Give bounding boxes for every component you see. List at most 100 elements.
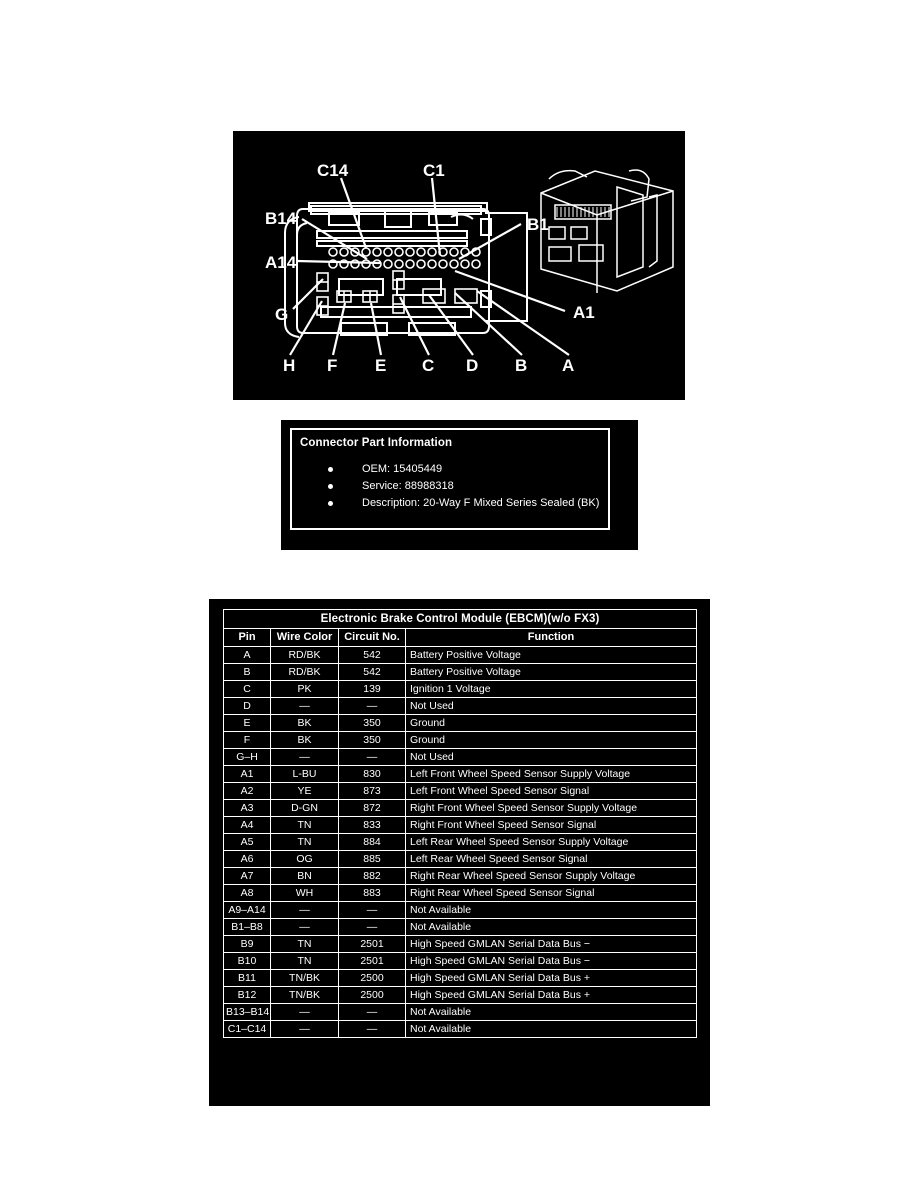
cell-wire-color: RD/BK	[270, 646, 339, 664]
label-b14: B14	[265, 209, 297, 228]
cell-function: Left Rear Wheel Speed Sensor Supply Volt…	[405, 833, 697, 851]
label-e: E	[375, 356, 386, 375]
cell-pin: F	[223, 731, 271, 749]
cell-pin: C1–C14	[223, 1020, 271, 1038]
cell-pin: B1–B8	[223, 918, 271, 936]
cell-function: High Speed GMLAN Serial Data Bus −	[405, 935, 697, 953]
cell-circuit-no: —	[338, 1003, 406, 1021]
cell-wire-color: —	[270, 1020, 339, 1038]
cell-function: Right Rear Wheel Speed Sensor Supply Vol…	[405, 867, 697, 885]
cell-circuit-no: —	[338, 918, 406, 936]
cell-pin: A2	[223, 782, 271, 800]
cell-wire-color: BK	[270, 714, 339, 732]
inset-connector-view	[540, 169, 674, 293]
column-header-pin: Pin	[223, 628, 271, 647]
cell-wire-color: —	[270, 901, 339, 919]
cell-pin: D	[223, 697, 271, 715]
cell-function: Not Used	[405, 697, 697, 715]
connector-part-information-title: Connector Part Information	[300, 437, 453, 449]
pin-row-upper	[328, 247, 481, 257]
blade-terminal-cavities	[316, 270, 478, 316]
list-item-text: Service: 88988318	[362, 480, 454, 492]
cell-circuit-no: 2501	[338, 952, 406, 970]
cell-pin: A8	[223, 884, 271, 902]
cell-circuit-no: 872	[338, 799, 406, 817]
cell-wire-color: RD/BK	[270, 663, 339, 681]
cell-function: Battery Positive Voltage	[405, 663, 697, 681]
table-row: B13–B14——Not Available	[223, 1003, 697, 1021]
cell-pin: B13–B14	[223, 1003, 271, 1021]
pinout-table-panel: Electronic Brake Control Module (EBCM)(w…	[209, 599, 710, 1106]
cell-circuit-no: 830	[338, 765, 406, 783]
callout-labels: C14 C1 B14 B1 A14 A1 G H F E C D B A	[265, 161, 595, 375]
cell-circuit-no: 833	[338, 816, 406, 834]
cell-function: Not Used	[405, 748, 697, 766]
cell-pin: A5	[223, 833, 271, 851]
list-item: Service: 88988318	[328, 478, 599, 495]
list-item-text: Description: 20-Way F Mixed Series Seale…	[362, 497, 600, 509]
list-item: OEM: 15405449	[328, 461, 599, 478]
pinout-table-title: Electronic Brake Control Module (EBCM)(w…	[223, 609, 697, 629]
cell-circuit-no: 2501	[338, 935, 406, 953]
cell-pin: E	[223, 714, 271, 732]
bullet-icon	[328, 467, 333, 472]
cell-pin: A3	[223, 799, 271, 817]
cell-function: Right Front Wheel Speed Sensor Signal	[405, 816, 697, 834]
cell-function: Ground	[405, 731, 697, 749]
cell-wire-color: BN	[270, 867, 339, 885]
cell-function: Ignition 1 Voltage	[405, 680, 697, 698]
cell-pin: G–H	[223, 748, 271, 766]
cell-wire-color: TN	[270, 833, 339, 851]
label-d: D	[466, 356, 478, 375]
table-row: A9–A14——Not Available	[223, 901, 697, 919]
list-item-text: OEM: 15405449	[362, 463, 443, 475]
pinout-table-head: Electronic Brake Control Module (EBCM)(w…	[223, 609, 697, 647]
label-a: A	[562, 356, 574, 375]
pinout-table: Electronic Brake Control Module (EBCM)(w…	[223, 609, 697, 1038]
connector-part-information-panel: Connector Part Information OEM: 15405449…	[281, 420, 638, 550]
pin-row-lower	[328, 259, 481, 269]
cell-wire-color: TN	[270, 935, 339, 953]
label-a14: A14	[265, 253, 297, 272]
cell-wire-color: —	[270, 748, 339, 766]
cell-circuit-no: 542	[338, 646, 406, 664]
cell-function: Left Front Wheel Speed Sensor Signal	[405, 782, 697, 800]
cell-pin: B12	[223, 986, 271, 1004]
cell-wire-color: —	[270, 1003, 339, 1021]
label-c14: C14	[317, 161, 349, 180]
cell-circuit-no: 884	[338, 833, 406, 851]
cell-function: Left Front Wheel Speed Sensor Supply Vol…	[405, 765, 697, 783]
figure-backdrop	[233, 131, 685, 400]
cell-circuit-no: —	[338, 1020, 406, 1038]
cell-function: Battery Positive Voltage	[405, 646, 697, 664]
label-a1: A1	[573, 303, 595, 322]
connector-part-information-list: OEM: 15405449 Service: 88988318 Descript…	[328, 461, 599, 512]
cell-function: Ground	[405, 714, 697, 732]
cell-pin: C	[223, 680, 271, 698]
cell-pin: A1	[223, 765, 271, 783]
cell-circuit-no: 139	[338, 680, 406, 698]
table-row: B1–B8——Not Available	[223, 918, 697, 936]
cell-function: Not Available	[405, 1003, 697, 1021]
label-f: F	[327, 356, 337, 375]
cell-circuit-no: —	[338, 901, 406, 919]
cell-circuit-no: 542	[338, 663, 406, 681]
cell-function: Not Available	[405, 918, 697, 936]
column-header-function: Function	[405, 628, 697, 647]
bullet-icon	[328, 484, 333, 489]
cell-pin: B9	[223, 935, 271, 953]
cell-wire-color: BK	[270, 731, 339, 749]
label-h: H	[283, 356, 295, 375]
label-c1: C1	[423, 161, 445, 180]
cell-wire-color: —	[270, 697, 339, 715]
connector-face-figure: C14 C1 B14 B1 A14 A1 G H F E C D B A	[233, 131, 685, 400]
cell-pin: A4	[223, 816, 271, 834]
